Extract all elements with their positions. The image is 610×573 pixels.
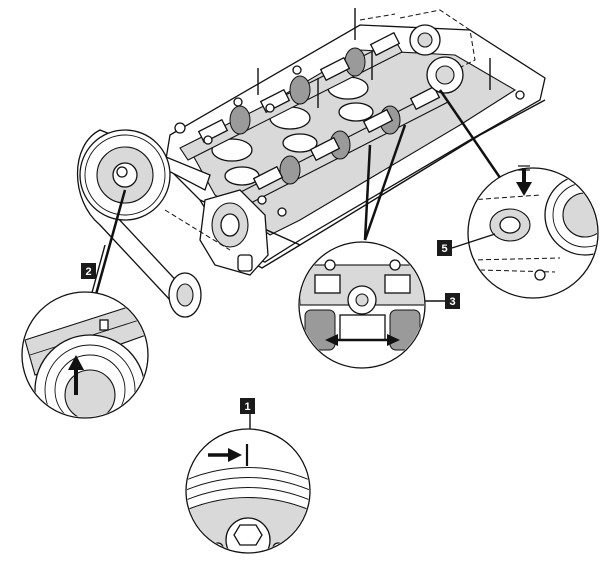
callout-5: 5 [437, 240, 452, 256]
arrow-right-icon [208, 448, 242, 462]
leader-line-3a [363, 144, 372, 241]
callout-3-label: 3 [449, 296, 455, 308]
leader-line-2b [89, 244, 106, 301]
inset-2-belt-mark [21, 291, 149, 419]
camshaft-intake [179, 31, 403, 161]
inset-3-camshaft-caps [298, 241, 426, 369]
inset-1-crank-pulley [185, 428, 311, 554]
leader-line-3b [363, 124, 407, 241]
callout-3: 3 [425, 293, 460, 309]
camshaft-sprocket [79, 129, 171, 221]
leader-line-2 [93, 189, 127, 299]
callout-1-label: 1 [244, 401, 250, 413]
callout-2-label: 2 [85, 266, 91, 278]
timing-chain-area [359, 9, 476, 94]
leader-line-5 [438, 89, 507, 186]
double-arrow-icon [325, 334, 400, 346]
callout-2: 2 [81, 263, 96, 279]
arrow-down-icon [516, 165, 532, 196]
callout-1: 1 [240, 398, 255, 414]
callout-5-label: 5 [441, 243, 447, 255]
arrow-up-icon [68, 355, 84, 395]
camshaft-exhaust [234, 85, 449, 208]
coolant-housing [199, 189, 269, 276]
inset-5-chain-mark [451, 165, 599, 299]
head-studs [174, 8, 525, 217]
tensioner-pulley [168, 272, 202, 318]
